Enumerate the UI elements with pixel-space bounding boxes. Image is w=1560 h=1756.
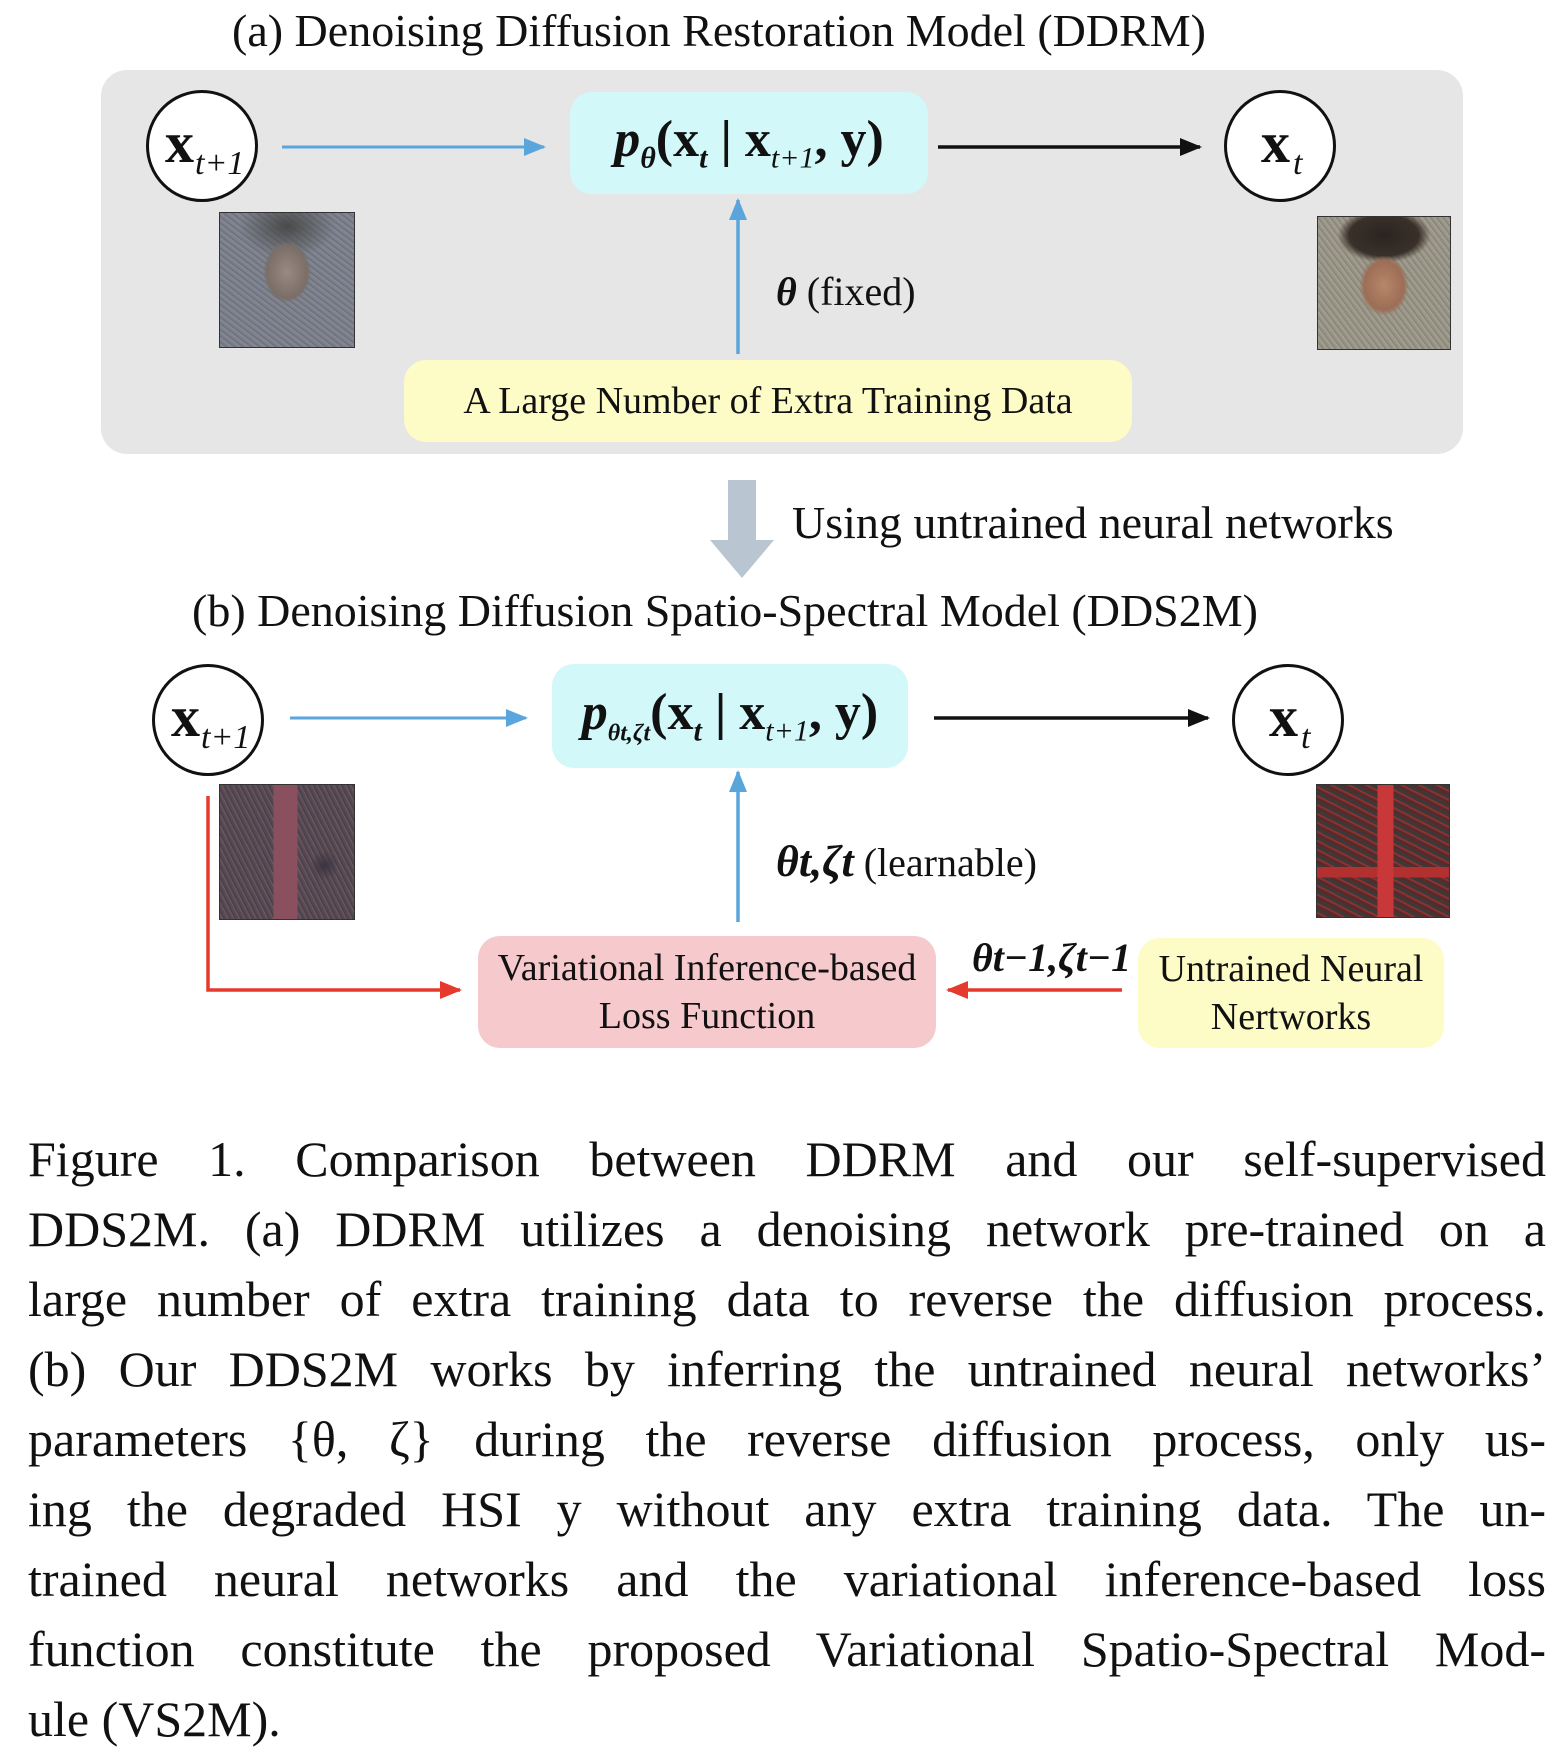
caption-line: ing the degraded HSI y without any extra…	[28, 1481, 1546, 1537]
param-label-a: θ (fixed)	[776, 269, 916, 314]
caption-line: (b) Our DDS2M works by inferring the unt…	[28, 1341, 1546, 1397]
node-a-input: x t+1	[146, 90, 258, 202]
figure-caption: Figure 1. Comparison between DDRM and ou…	[28, 1124, 1546, 1754]
formula-box-a: pθ(xt | xt+1, y)	[570, 92, 928, 194]
formula-a: pθ(xt | xt+1, y)	[614, 111, 884, 175]
arrow-b-red-left	[206, 796, 462, 999]
caption-line: parameters {θ, ζ} during the reverse dif…	[28, 1411, 1546, 1467]
transition-arrow	[710, 480, 774, 578]
restored-hsi-image	[1316, 784, 1450, 918]
caption-line: function constitute the proposed Variati…	[28, 1621, 1546, 1677]
formula-box-b: pθt,ζt(xt | xt+1, y)	[552, 664, 908, 768]
param-label-b: θt,ζt (learnable)	[776, 837, 1037, 886]
restored-face-image	[1317, 216, 1451, 350]
node-b-input: x t+1	[152, 664, 264, 776]
formula-b: pθt,ζt(xt | xt+1, y)	[581, 684, 879, 748]
panel-b-title: (b) Denoising Diffusion Spatio-Spectral …	[192, 585, 1258, 636]
caption-line: Figure 1. Comparison between DDRM and ou…	[28, 1131, 1546, 1187]
node-b-output: x t	[1232, 664, 1344, 776]
caption-line: DDS2M. (a) DDRM utilizes a denoising net…	[28, 1201, 1546, 1257]
node-a-output: x t	[1224, 90, 1336, 202]
caption-line: large number of extra training data to r…	[28, 1271, 1546, 1327]
noisy-face-image	[219, 212, 355, 348]
extra-training-data-box: A Large Number of Extra Training Data	[404, 360, 1132, 442]
caption-line: ule (VS2M).	[28, 1691, 281, 1747]
transition-label: Using untrained neural networks	[792, 497, 1394, 548]
untrained-networks-box: Untrained Neural Nertworks	[1138, 938, 1444, 1048]
loss-function-box: Variational Inference-based Loss Functio…	[478, 936, 936, 1048]
prev-params-label: θt−1,ζt−1	[972, 935, 1132, 980]
noisy-hsi-image	[219, 784, 355, 920]
panel-a-title: (a) Denoising Diffusion Restoration Mode…	[232, 5, 1206, 56]
caption-line: trained neural networks and the variatio…	[28, 1551, 1546, 1607]
